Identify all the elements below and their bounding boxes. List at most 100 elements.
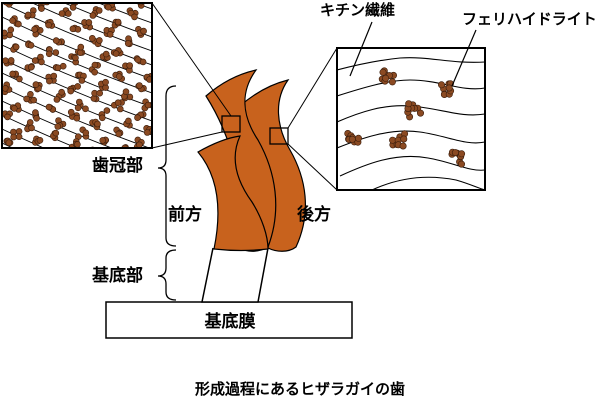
ferrihydrite-particle: [100, 199, 106, 205]
ferrihydrite-particle: [127, 63, 133, 69]
ferrihydrite-particle: [2, 85, 8, 91]
ferrihydrite-particle: [382, 75, 388, 81]
ferrihydrite-particle: [13, 44, 19, 50]
ferrihydrite-particle: [53, 50, 59, 56]
ferrihydrite-particle: [31, 97, 37, 103]
ferrihydrite-particle: [99, 115, 105, 121]
ferrihydrite-particle: [10, 159, 16, 165]
ferrihydrite-particle: [46, 185, 52, 191]
ferrihydrite-particle: [143, 238, 149, 244]
ferrihydrite-particle: [15, 21, 21, 27]
ferrihydrite-particle: [103, 85, 109, 91]
ferrihydrite-particle: [147, 244, 153, 250]
ferrihydrite-particle: [23, 150, 29, 156]
tooth-base-stalk: [202, 248, 268, 302]
ferrihydrite-particle: [82, 161, 88, 167]
ferrihydrite-particle: [76, 160, 82, 166]
ferrihydrite-particle: [34, 168, 40, 174]
ferrihydrite-particle: [355, 135, 361, 141]
ferrihydrite-particle: [72, 198, 78, 204]
ferrihydrite-particle: [28, 148, 34, 154]
ferrihydrite-particle: [51, 190, 57, 196]
ferrihydrite-particle: [74, 141, 80, 147]
figure-caption: 形成過程にあるヒザラガイの歯: [0, 378, 600, 399]
ferrihydrite-particle: [4, 172, 10, 178]
ferrihydrite-particle: [92, 178, 98, 184]
ferrihydrite-particle: [23, 176, 29, 182]
ferrihydrite-particle: [25, 12, 31, 18]
ferrihydrite-particle: [139, 195, 145, 201]
ferrihydrite-particle: [78, 44, 84, 50]
chitin-fiber-line: [337, 80, 485, 96]
ferrihydrite-particle: [117, 106, 123, 112]
ferrihydrite-particle: [120, 230, 126, 236]
label-front: 前方: [168, 207, 202, 224]
ferrihydrite-particle: [92, 62, 98, 68]
ferrihydrite-particle: [132, 14, 138, 20]
ferrihydrite-particle: [81, 185, 87, 191]
ferrihydrite-particle: [51, 73, 57, 79]
ferrihydrite-particle: [7, 166, 13, 172]
ferrihydrite-particle: [58, 173, 64, 179]
ferrihydrite-particle: [68, 172, 74, 178]
ferrihydrite-particle: [116, 183, 122, 189]
ferrihydrite-particle: [125, 179, 131, 185]
ferrihydrite-particle: [68, 169, 74, 175]
ferrihydrite-particle: [145, 241, 151, 247]
ferrihydrite-particle: [143, 158, 149, 164]
ferrihydrite-particle: [46, 51, 52, 57]
ferrihydrite-particle: [35, 166, 41, 172]
ferrihydrite-particle: [116, 74, 122, 80]
ferrihydrite-particle: [83, 130, 89, 136]
ferrihydrite-particle: [39, 59, 45, 65]
ferrihydrite-particle: [406, 101, 412, 107]
ferrihydrite-particle: [104, 227, 110, 233]
ferrihydrite-particle: [135, 57, 141, 63]
ferrihydrite-particle: [37, 198, 43, 204]
ferrihydrite-particle: [16, 160, 22, 166]
mineralized-fiber-line: [2, 171, 152, 233]
ferrihydrite-particle: [29, 125, 35, 131]
ferrihydrite-particle: [45, 187, 51, 193]
right-inset-content: [337, 58, 485, 190]
ferrihydrite-particle: [92, 177, 98, 183]
ferrihydrite-particle: [124, 229, 130, 235]
ferrihydrite-particle: [77, 186, 83, 192]
ferrihydrite-particle: [9, 187, 15, 193]
ferrihydrite-particle: [8, 57, 14, 63]
ferrihydrite-particle: [139, 223, 145, 229]
ferrihydrite-particle: [115, 100, 121, 106]
ferrihydrite-particle: [59, 204, 65, 210]
ferrihydrite-particle: [31, 175, 37, 181]
ferrihydrite-particle: [145, 102, 151, 108]
ferrihydrite-particle: [15, 188, 21, 194]
ferrihydrite-particle: [77, 50, 83, 56]
ferrihydrite-particle: [117, 186, 123, 192]
ferrihydrite-particle: [37, 170, 43, 176]
ferrihydrite-particle: [97, 220, 103, 226]
ferrihydrite-particle: [118, 217, 124, 223]
ferrihydrite-particle: [65, 11, 71, 17]
ferrihydrite-particle: [400, 143, 406, 149]
ferrihydrite-particle: [77, 217, 83, 223]
left-inset-content: [0, 0, 155, 250]
ferrihydrite-particle: [124, 233, 130, 239]
ferrihydrite-particle: [55, 65, 61, 71]
ferrihydrite-particle: [78, 217, 84, 223]
ferrihydrite-particle: [148, 239, 154, 245]
ferrihydrite-particle: [99, 198, 105, 204]
ferrihydrite-particle: [105, 195, 111, 201]
ferrihydrite-particle: [83, 161, 89, 167]
bracket-base: [158, 250, 176, 300]
ferrihydrite-particle: [32, 110, 38, 116]
ferrihydrite-particle: [76, 99, 82, 105]
ferrihydrite-particle: [75, 83, 81, 89]
ferrihydrite-particle: [93, 203, 99, 209]
ferrihydrite-particle: [47, 0, 53, 1]
ferrihydrite-particle: [23, 178, 29, 184]
ferrihydrite-particle: [68, 109, 74, 115]
ferrihydrite-particle: [57, 175, 63, 181]
ferrihydrite-particle: [50, 157, 56, 163]
ferrihydrite-particle: [56, 180, 62, 186]
ferrihydrite-particle: [446, 85, 452, 91]
